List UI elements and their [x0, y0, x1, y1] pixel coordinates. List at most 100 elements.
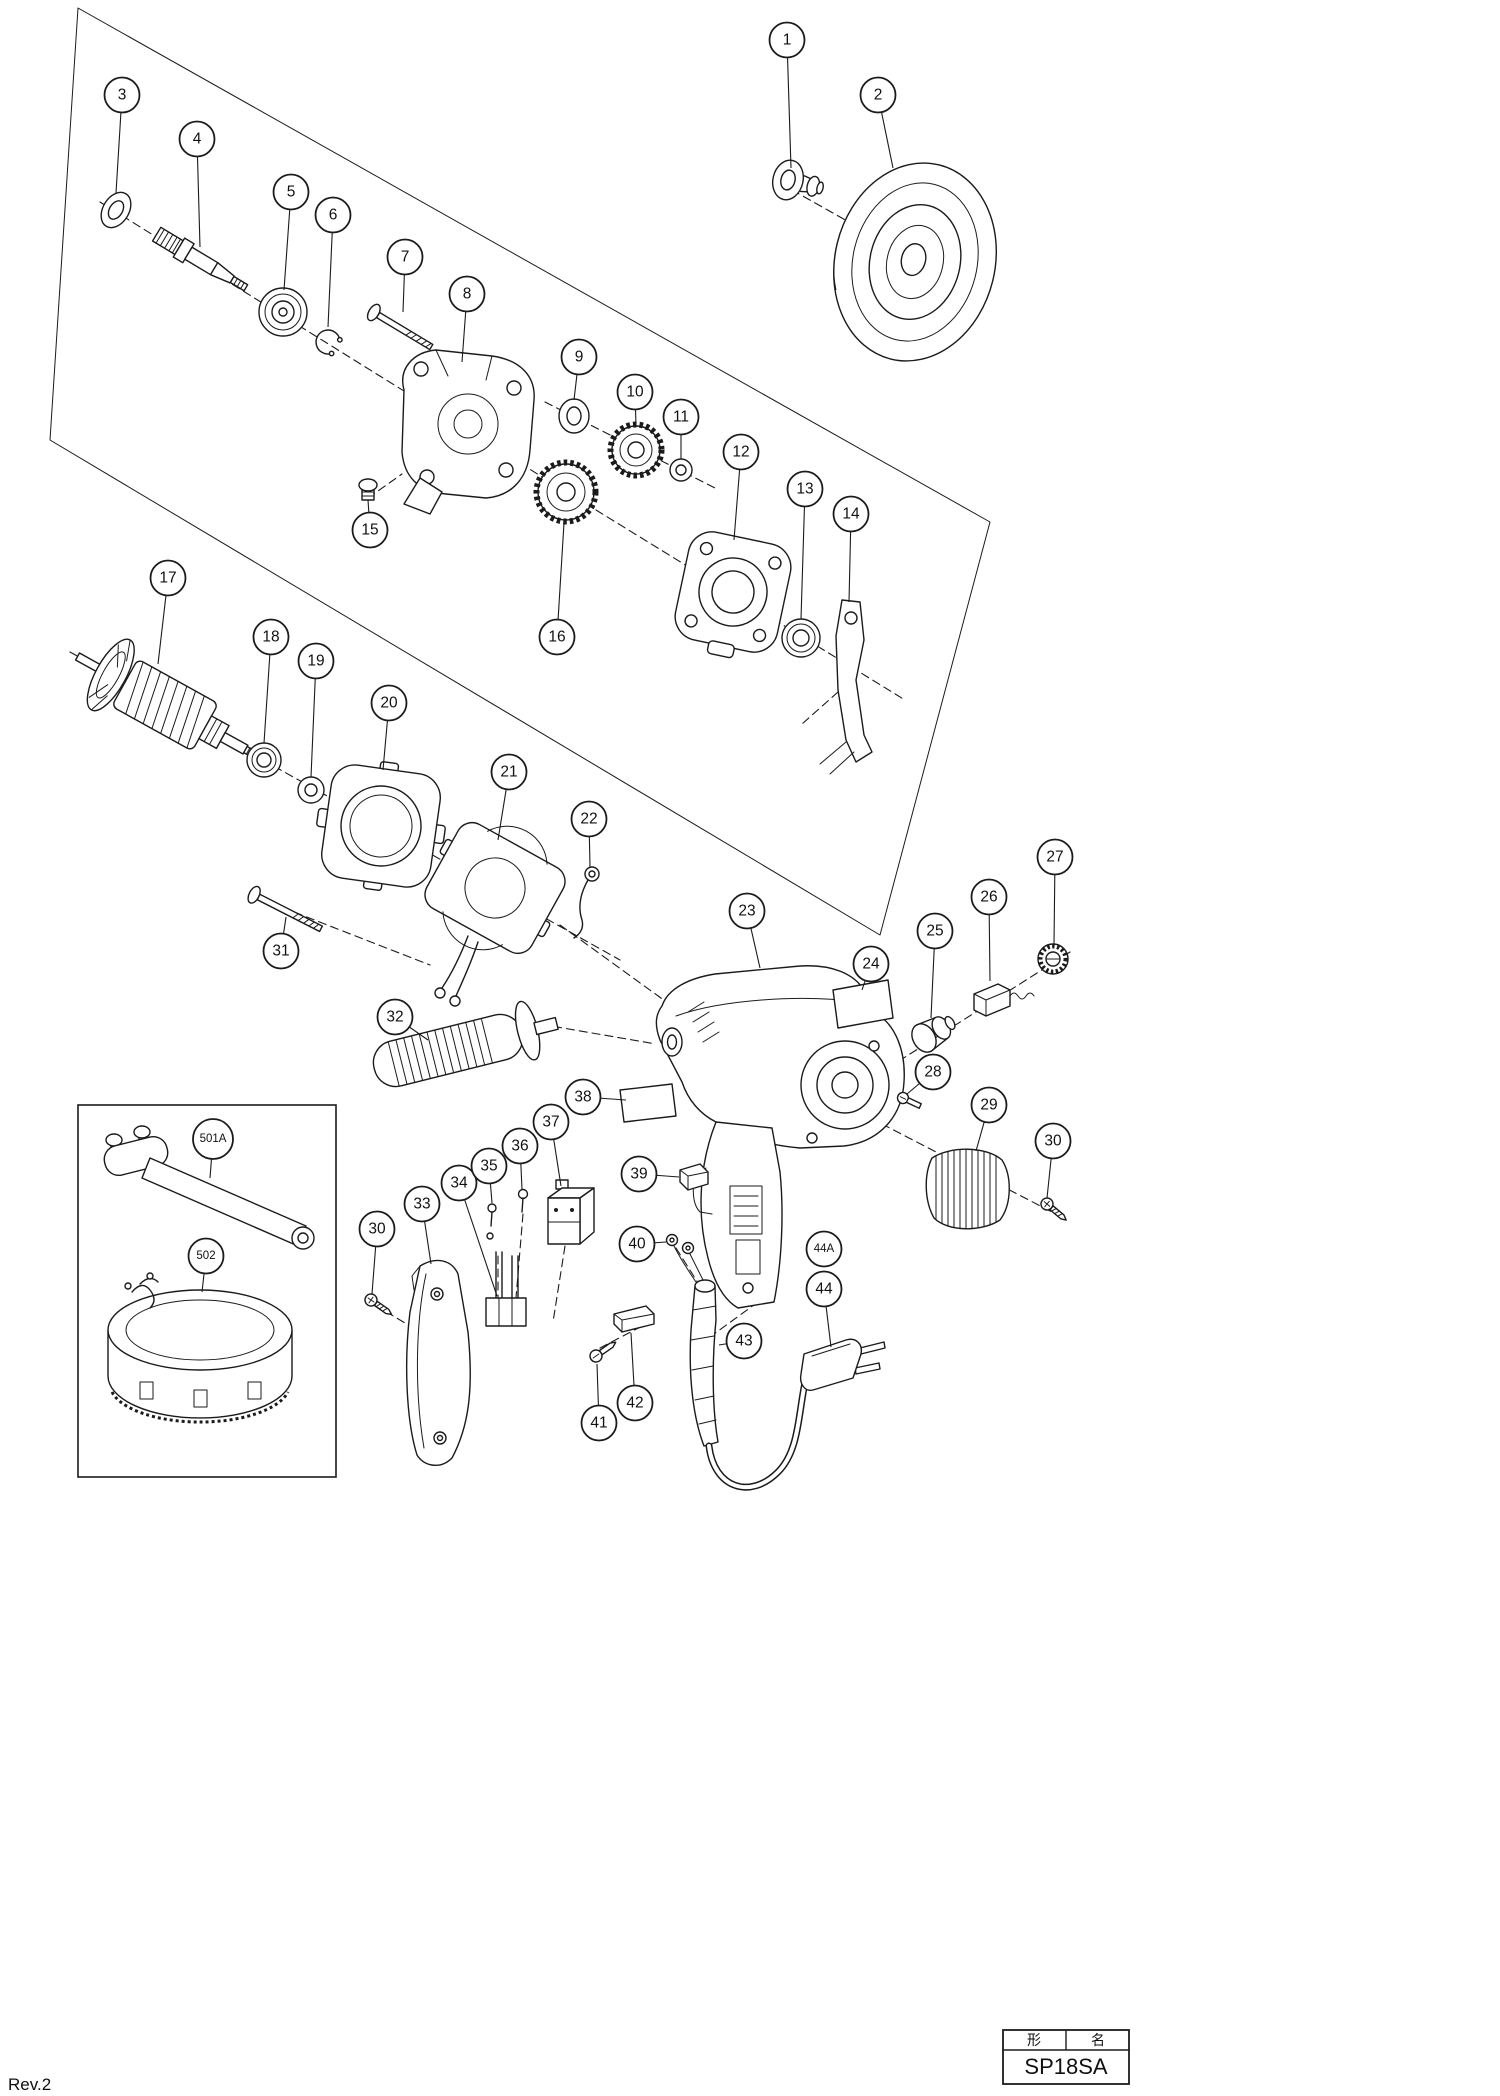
part-connector-block — [485, 1251, 527, 1327]
part-balloon-33: 33 — [403, 1185, 441, 1265]
part-balloon-36: 36 — [501, 1127, 539, 1190]
model-number: SP18SA — [1024, 2054, 1107, 2079]
svg-text:41: 41 — [590, 1415, 607, 1432]
revision-label: Rev.2 — [8, 2075, 51, 2094]
part-balloon-43: 43 — [718, 1322, 763, 1360]
part-brush-holder — [911, 1015, 956, 1053]
part-polishing-pad — [832, 162, 998, 362]
part-ball-bearing — [258, 287, 308, 337]
part-balloon-27: 27 — [1036, 838, 1074, 945]
part-balloon-29: 29 — [970, 1086, 1008, 1152]
part-balloon-501A: 501A — [192, 1118, 234, 1179]
part-balloon-41: 41 — [580, 1363, 618, 1442]
svg-text:1: 1 — [783, 32, 792, 49]
part-screw-clip — [589, 1341, 617, 1363]
part-balloon-44: 44 — [805, 1270, 843, 1348]
standard-accessories-box — [77, 1104, 337, 1478]
part-cord-clip — [613, 1305, 655, 1333]
svg-text:37: 37 — [542, 1114, 559, 1131]
svg-text:5: 5 — [287, 184, 296, 201]
part-bearing-holder — [674, 531, 792, 659]
svg-text:26: 26 — [980, 889, 997, 906]
svg-text:40: 40 — [628, 1236, 646, 1253]
svg-text:35: 35 — [480, 1158, 497, 1175]
svg-text:27: 27 — [1046, 849, 1063, 866]
svg-text:18: 18 — [262, 629, 279, 646]
part-balloon-30: 30 — [358, 1210, 396, 1295]
part-balloon-17: 17 — [149, 559, 187, 665]
svg-text:20: 20 — [380, 695, 398, 712]
part-rubber-washer — [297, 776, 325, 804]
part-balloon-35: 35 — [470, 1147, 508, 1204]
part-balloon-13: 13 — [786, 470, 824, 620]
part-balloon-18: 18 — [252, 618, 290, 744]
svg-text:15: 15 — [361, 522, 378, 539]
svg-text:30: 30 — [368, 1221, 386, 1238]
svg-text:33: 33 — [413, 1196, 430, 1213]
part-screw — [366, 303, 434, 351]
part-caution-label — [619, 1083, 677, 1123]
svg-text:3: 3 — [118, 87, 127, 104]
balloon-layer: 1234567891011121314151617181920212223242… — [103, 21, 1074, 1442]
part-plug — [799, 1338, 886, 1391]
svg-text:31: 31 — [272, 943, 289, 960]
part-washer-small — [669, 458, 693, 482]
part-lead-wire — [573, 866, 600, 939]
part-balloon-502: 502 — [187, 1237, 225, 1293]
part-balloon-25: 25 — [916, 912, 954, 1019]
svg-text:32: 32 — [386, 1009, 403, 1026]
svg-text:38: 38 — [574, 1089, 591, 1106]
part-balloon-20: 20 — [370, 684, 408, 771]
svg-text:34: 34 — [450, 1175, 468, 1192]
part-balloon-3: 3 — [103, 76, 141, 194]
part-balloon-24: 24 — [852, 945, 890, 991]
part-terminal-eyelets — [665, 1233, 708, 1289]
svg-text:7: 7 — [401, 249, 410, 266]
part-tapping-screw — [1040, 1197, 1067, 1221]
exploded-view-frame — [49, 7, 991, 936]
part-balloon-39: 39 — [620, 1155, 680, 1193]
part-switch — [547, 1179, 595, 1245]
part-balloon-2: 2 — [859, 76, 897, 169]
part-balloon-19: 19 — [297, 642, 335, 778]
svg-text:43: 43 — [735, 1333, 752, 1350]
part-circlip — [315, 329, 343, 357]
svg-text:29: 29 — [980, 1097, 997, 1114]
part-pin-wrench — [103, 1125, 315, 1250]
svg-text:4: 4 — [193, 131, 202, 148]
part-spindle — [151, 226, 249, 292]
part-balloon-22: 22 — [570, 800, 608, 868]
part-balloon-34: 34 — [440, 1164, 498, 1297]
svg-text:19: 19 — [307, 653, 324, 670]
part-balloon-31: 31 — [262, 916, 300, 970]
part-balloon-16: 16 — [538, 522, 576, 656]
part-balloon-23: 23 — [728, 892, 766, 969]
part-balloon-4: 4 — [178, 120, 216, 248]
part-rivet — [486, 1203, 497, 1240]
svg-text:28: 28 — [924, 1064, 941, 1081]
svg-text:44: 44 — [815, 1281, 833, 1298]
part-balloon-10: 10 — [616, 373, 654, 427]
part-balloon-6: 6 — [314, 196, 352, 328]
part-terminal-block — [679, 1163, 709, 1191]
svg-text:39: 39 — [630, 1166, 647, 1183]
svg-text:12: 12 — [732, 444, 749, 461]
title-block-label-mei: 名 — [1091, 2033, 1105, 2049]
part-bearing-small — [558, 398, 590, 434]
svg-text:25: 25 — [926, 923, 943, 940]
part-cord-armor — [689, 1279, 719, 1447]
part-tail-cover — [925, 1148, 1010, 1230]
part-spur-gear — [533, 459, 599, 525]
part-balloon-30: 30 — [1034, 1122, 1072, 1199]
part-washer — [100, 191, 132, 229]
part-balloon-1: 1 — [768, 21, 806, 169]
part-balloon-44A: 44A — [805, 1230, 843, 1268]
part-balloon-15: 15 — [351, 499, 389, 549]
svg-text:22: 22 — [580, 811, 597, 828]
part-brush-cap — [1037, 943, 1069, 975]
part-balloon-28: 28 — [906, 1053, 952, 1095]
part-ball-bearing-rear — [781, 618, 821, 658]
svg-text:23: 23 — [738, 903, 755, 920]
